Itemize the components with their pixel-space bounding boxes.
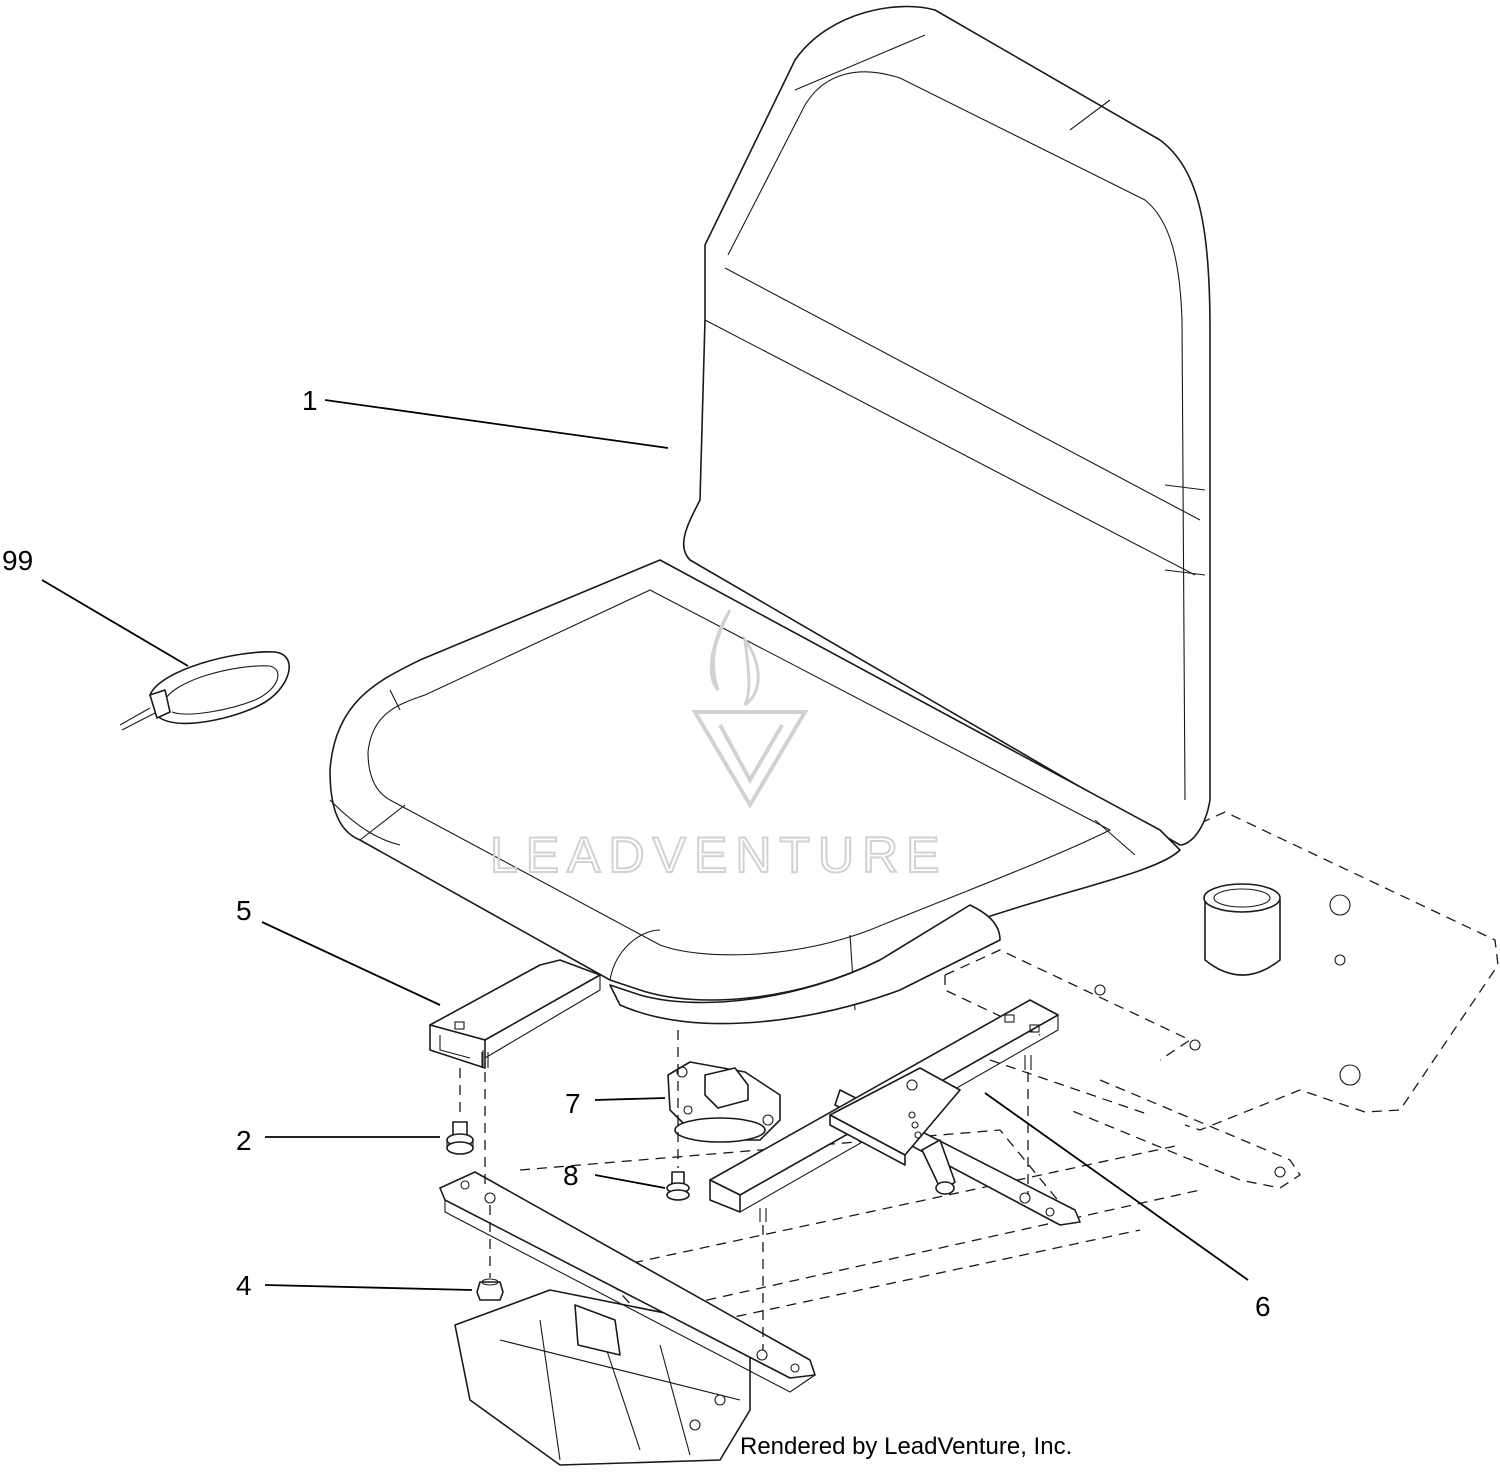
mounting-plate [944, 811, 1499, 1189]
leader-8 [594, 1174, 666, 1189]
watermark-text: LEADVENTURE [490, 827, 948, 883]
callout-6: 6 [1255, 1291, 1271, 1322]
callout-8: 8 [563, 1160, 579, 1191]
leader-99 [41, 579, 189, 667]
bottom-bracket [454, 1289, 751, 1466]
callout-4: 4 [236, 1270, 252, 1301]
leader-1 [324, 399, 669, 449]
callout-7: 7 [565, 1088, 581, 1119]
callouts: 1 99 5 2 7 8 4 6 [2, 385, 1271, 1322]
leader-7 [594, 1097, 666, 1101]
render-credit: Rendered by LeadVenture, Inc. [740, 1433, 1073, 1460]
callout-99: 99 [2, 545, 33, 576]
leader-5 [261, 921, 441, 1006]
assembly-lines [459, 1030, 1029, 1350]
slide-track-right [709, 999, 1059, 1213]
callout-5: 5 [236, 895, 252, 926]
callout-1: 1 [302, 385, 318, 416]
leader-4 [264, 1284, 473, 1291]
leader-lines [41, 399, 1249, 1291]
seat-switch [667, 1061, 781, 1143]
slide-track-left [429, 959, 601, 1069]
leadventure-watermark: LEADVENTURE [489, 609, 948, 884]
cable-tie [119, 651, 290, 731]
callout-2: 2 [236, 1125, 252, 1156]
seat [329, 5, 1211, 1025]
hardware [446, 1052, 1032, 1301]
left-lower-rail [439, 1171, 816, 1393]
leader-6 [984, 1092, 1249, 1281]
